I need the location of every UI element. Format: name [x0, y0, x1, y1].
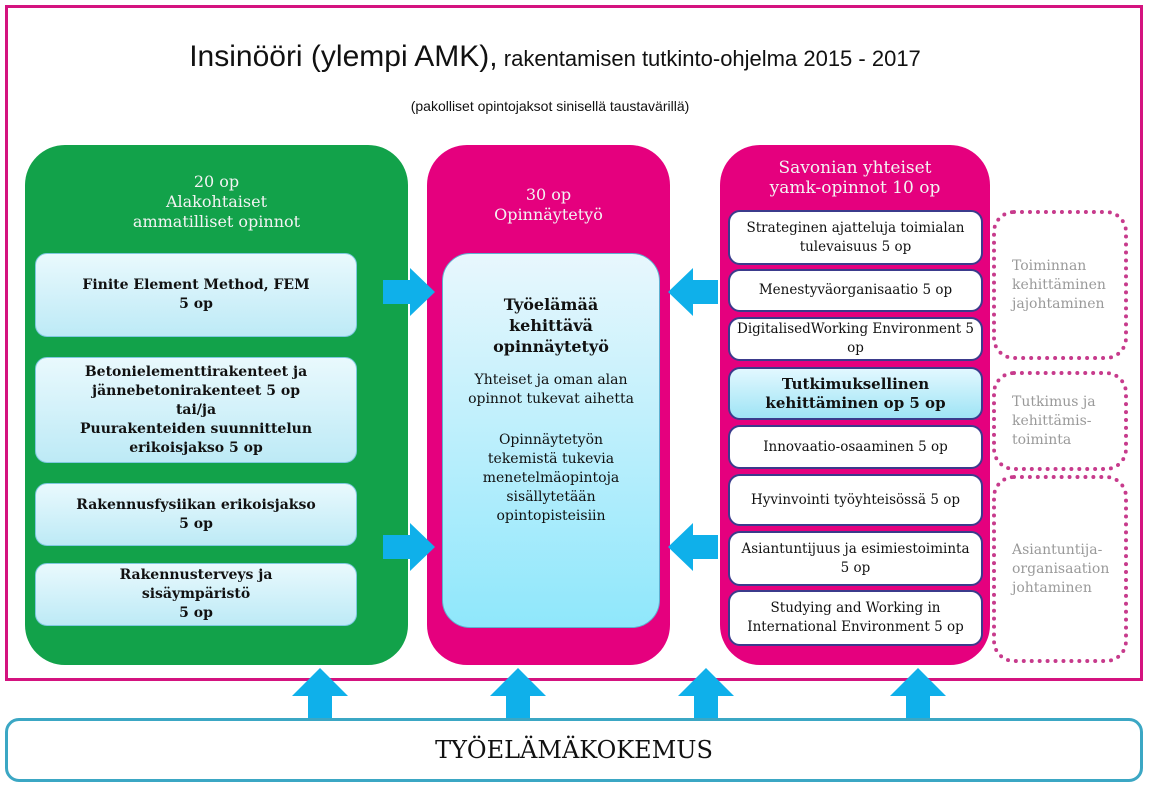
arrow-left-icon: [668, 268, 718, 316]
course-strategic: Strateginen ajatteluja toimialan tulevai…: [728, 210, 983, 265]
arrow-right-icon: [383, 268, 435, 316]
course-innovation: Innovaatio-osaaminen 5 op: [728, 425, 983, 469]
work-experience-bar: TYÖELÄMÄKOKEMUS: [5, 718, 1143, 782]
course-international: Studying and Working in International En…: [728, 590, 983, 646]
arrow-up-icon: [292, 668, 348, 718]
course-organisation: Menestyväorganisaatio 5 op: [728, 269, 983, 312]
course-research: Tutkimuksellinen kehittäminen op 5 op: [728, 367, 983, 420]
title-rest: rakentamisen tutkinto-ohjelma 2015 - 201…: [503, 46, 921, 71]
theme-operations: Toiminnan kehittäminen jajohtaminen: [992, 210, 1128, 360]
subtitle-note: (pakolliset opintojaksot sinisellä taust…: [410, 98, 690, 114]
work-experience-label: TYÖELÄMÄKOKEMUS: [435, 736, 713, 764]
course-wellbeing: Hyvinvointi työyhteisössä 5 op: [728, 474, 983, 526]
arrow-up-icon: [490, 668, 546, 718]
outer-frame: [5, 5, 1143, 681]
arrow-up-icon: [890, 668, 946, 718]
arrow-up-icon: [678, 668, 734, 718]
theme-expert-org: Asiantuntija-organisaation johtaminen: [992, 475, 1128, 663]
page-title: Insinööri (ylempi AMK), rakentamisen tut…: [0, 40, 1110, 74]
course-expertise: Asiantuntijuus ja esimiestoiminta 5 op: [728, 531, 983, 586]
title-main: Insinööri (ylempi AMK),: [189, 40, 498, 73]
arrow-right-icon: [383, 523, 435, 571]
course-digital: DigitalisedWorking Environment 5 op: [728, 317, 983, 361]
theme-research: Tutkimus ja kehittämis-toiminta: [992, 371, 1128, 471]
arrow-left-icon: [668, 523, 718, 571]
